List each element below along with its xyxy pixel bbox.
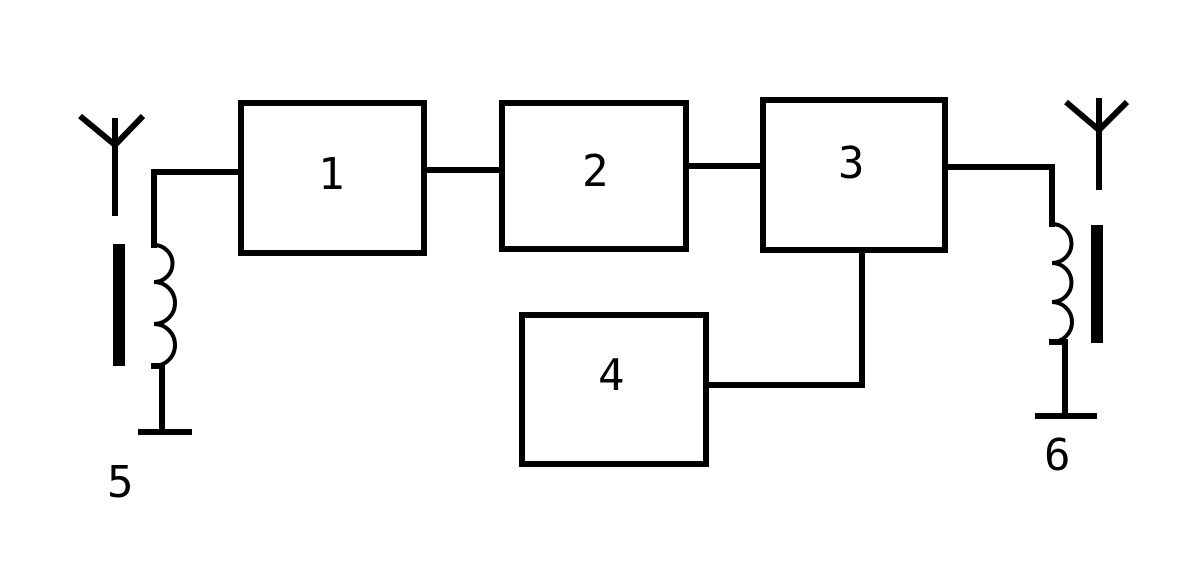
terminal-label-5: 5 — [107, 457, 134, 508]
block-3: 3 — [760, 97, 948, 253]
right-antenna-icon — [1064, 98, 1130, 190]
block-label-2: 2 — [582, 146, 609, 197]
block-label-1: 1 — [318, 149, 345, 200]
right-coil-icon — [1051, 222, 1074, 344]
block-4: 4 — [519, 312, 709, 467]
left-antenna-icon — [78, 113, 146, 216]
left-antenna-circuit: 5 — [78, 113, 244, 508]
block-label-3: 3 — [838, 138, 865, 189]
right-antenna-circuit: 6 — [942, 98, 1130, 481]
right-wire-to-ground — [1049, 339, 1068, 419]
left-coil-icon — [153, 243, 177, 368]
block-2: 2 — [499, 100, 689, 252]
left-wire-to-block-1 — [151, 169, 244, 248]
block-1: 1 — [238, 100, 427, 256]
terminal-label-6: 6 — [1044, 430, 1071, 481]
block-label-4: 4 — [598, 350, 625, 401]
wire-3-to-4 — [703, 247, 865, 388]
right-wire-from-block-3 — [942, 164, 1055, 227]
